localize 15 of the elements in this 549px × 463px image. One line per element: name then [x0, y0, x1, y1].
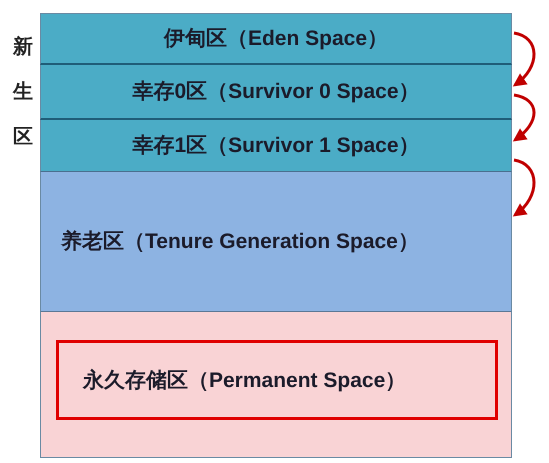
curved-arrow — [512, 158, 536, 217]
region-label: 幸存0区（Survivor 0 Space） — [132, 81, 420, 102]
memory-region — [40, 65, 512, 120]
memory-region — [40, 172, 512, 312]
region-label: 永久存储区（Permanent Space） — [83, 370, 406, 390]
curved-arrow — [512, 32, 536, 87]
region-label: 养老区（Tenure Generation Space） — [61, 231, 419, 252]
region-label: 伊甸区（Eden Space） — [164, 28, 388, 49]
vertical-label: 新生区 — [13, 34, 33, 150]
curved-arrow — [512, 94, 536, 142]
memory-region — [40, 312, 512, 458]
highlight-box — [56, 340, 498, 420]
memory-region — [40, 120, 512, 172]
memory-region — [40, 13, 512, 65]
region-label: 幸存1区（Survivor 1 Space） — [132, 135, 420, 156]
